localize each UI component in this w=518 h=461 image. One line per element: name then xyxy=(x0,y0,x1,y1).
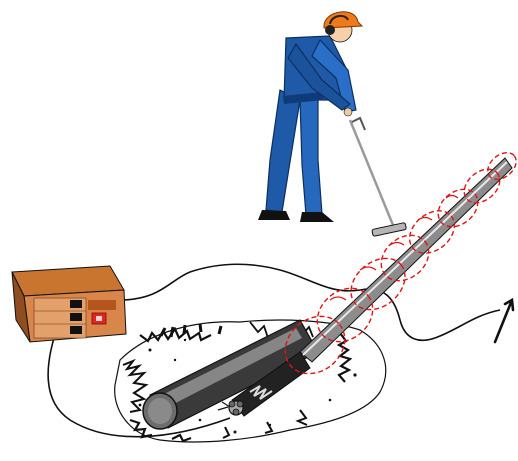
display-2 xyxy=(70,313,82,321)
generator-panel xyxy=(34,298,86,338)
buried-pipe xyxy=(300,158,512,362)
locator-head xyxy=(372,223,407,237)
signal-generator xyxy=(12,266,126,342)
locator-wand xyxy=(350,120,395,230)
ear-protector xyxy=(325,25,335,35)
display-3 xyxy=(70,326,82,334)
ground-rod xyxy=(495,300,513,342)
worker xyxy=(258,12,406,237)
generator-brand-badge xyxy=(88,300,116,310)
display-1 xyxy=(70,300,82,308)
